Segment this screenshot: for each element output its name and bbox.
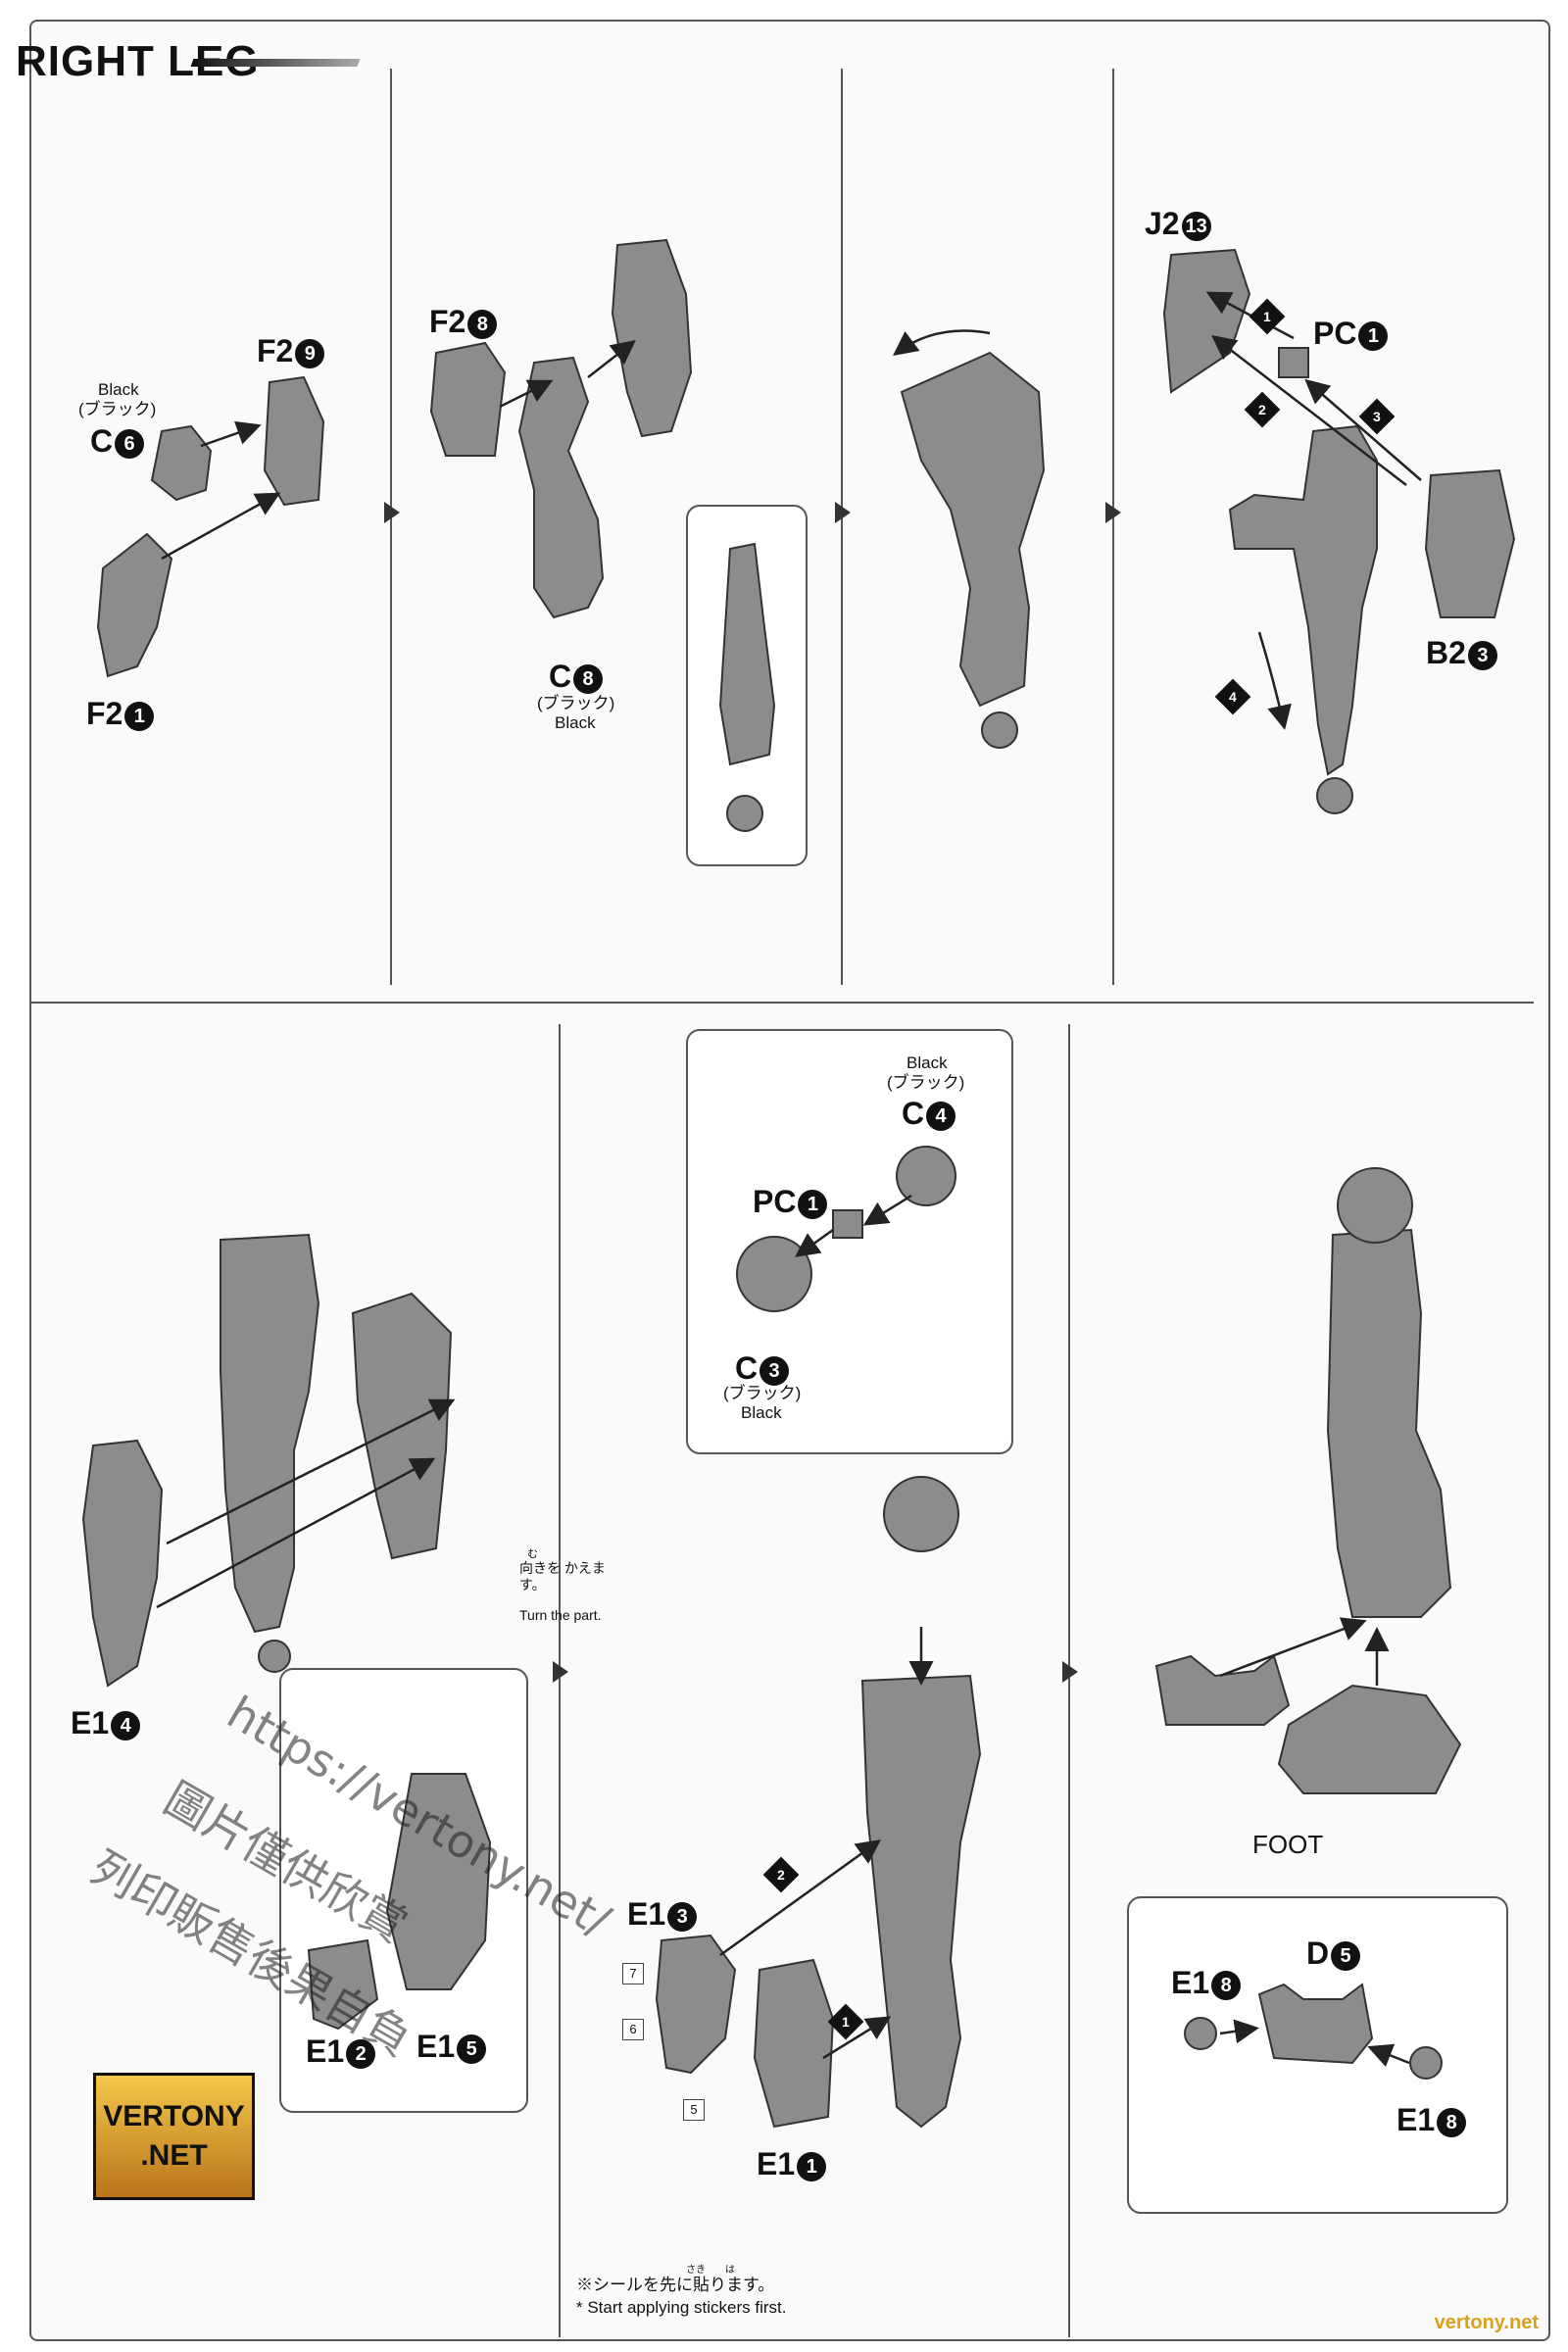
note-furigana-2: は: [725, 2265, 735, 2276]
part-shin-frame: [517, 356, 605, 619]
part-f2-8: [429, 341, 507, 457]
part-knee-armor: [611, 238, 693, 438]
part-c4: [896, 1146, 956, 1206]
part-e1-4: [81, 1439, 164, 1688]
part-pc-1-b: [832, 1209, 863, 1239]
part-e18-left: [1184, 2017, 1217, 2050]
divider-top-1: [390, 69, 392, 985]
part-e1-1: [753, 1958, 835, 2129]
flow-arrow-1: [384, 502, 400, 523]
step1-black-en: Black: [98, 380, 139, 399]
turn-note-furigana: む: [527, 1548, 538, 1560]
flow-arrow-2: [835, 502, 851, 523]
part-e1-3: [655, 1934, 737, 2075]
detail-callout-ankle: [686, 1029, 1013, 1454]
part-j2-13: [1162, 248, 1251, 394]
flow-arrow-3: [1105, 502, 1121, 523]
turn-note-jp: 向きを かえます。: [519, 1560, 606, 1592]
vertony-logo: VERTONY .NET: [93, 2073, 255, 2200]
divider-top-3: [1112, 69, 1114, 985]
step6-black-jp: (ブラック): [887, 1073, 965, 1092]
footer-url: vertony.net: [1434, 2312, 1539, 2333]
flow-arrow-5: [1062, 1661, 1078, 1683]
part-e18-right: [1409, 2046, 1443, 2080]
divider-middle: [29, 1002, 1534, 1004]
part-d5-toe: [1154, 1654, 1291, 1726]
part-f2-9: [263, 375, 325, 507]
step1-black-jp: (ブラック): [78, 400, 157, 418]
part-e1-2: [307, 1938, 379, 2031]
sticker-5: 5: [683, 2099, 705, 2121]
step2-black-en: Black: [555, 713, 596, 732]
part-assembled-shin: [860, 1674, 982, 2129]
flow-arrow-4: [553, 1661, 568, 1683]
part-leg-assembled: [1326, 1228, 1452, 1618]
sticker-6: 6: [622, 2019, 644, 2040]
step6-c3-black-en: Black: [741, 1403, 782, 1422]
page-title: RIGHT LEG: [16, 37, 260, 85]
step6-c3-black-jp: (ブラック): [723, 1384, 802, 1402]
step2-black-jp: (ブラック): [537, 694, 615, 712]
label-foot: FOOT: [1252, 1830, 1324, 1859]
note-en: * Start applying stickers first.: [576, 2298, 787, 2317]
note-jp: ※シールを先に貼ります。: [576, 2276, 775, 2294]
part-c3: [736, 1236, 812, 1312]
part-foot: [1277, 1684, 1462, 1794]
part-assembled-thigh: [1228, 424, 1378, 776]
sticker-7: 7: [622, 1963, 644, 1984]
part-calf-detail: [385, 1773, 492, 1990]
step6-black-en: Black: [906, 1054, 948, 1072]
part-pc-1: [1278, 347, 1309, 378]
part-f2-1: [96, 532, 173, 678]
part-shin-frame-large: [220, 1233, 320, 1634]
divider-top-2: [841, 69, 843, 985]
part-d5-detail: [1257, 1983, 1374, 2065]
part-detail-frame: [718, 542, 776, 766]
turn-note-en: Turn the part.: [519, 1607, 602, 1623]
note-furigana-1: さき: [686, 2265, 706, 2276]
part-c6: [150, 424, 213, 502]
part-b2-3: [1424, 468, 1516, 618]
part-assembled-knee: [900, 351, 1046, 708]
part-ball-joint: [883, 1476, 959, 1552]
